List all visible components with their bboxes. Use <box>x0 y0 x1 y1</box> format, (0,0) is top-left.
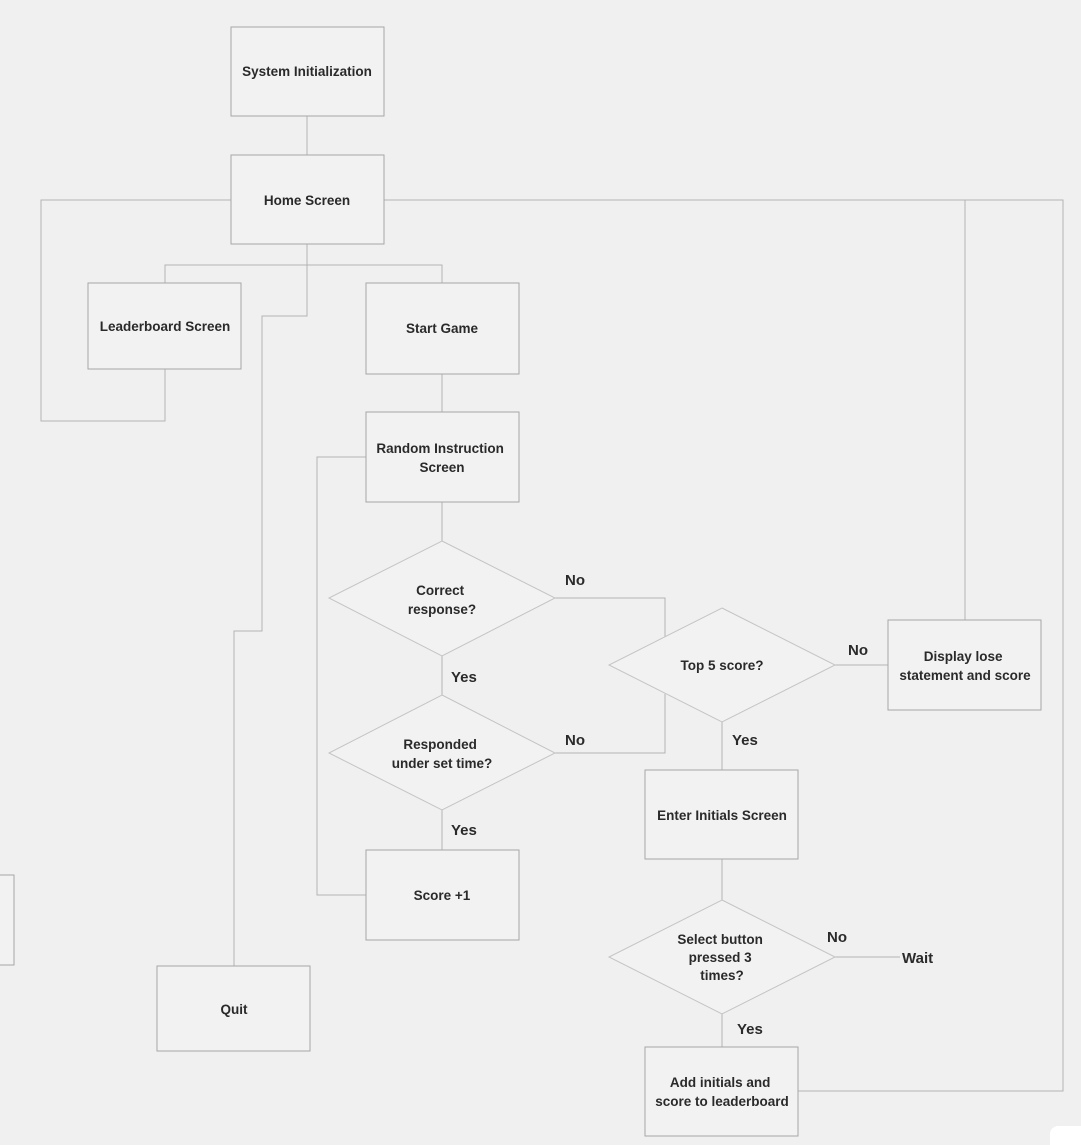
svg-text:Random Instruction Scree: Random Instruction Screen <box>376 441 507 475</box>
edge-label-wait: Wait <box>902 950 933 967</box>
node-score-plus-one: Score +1 <box>365 849 520 941</box>
edge-label-top5-no: No <box>848 642 868 659</box>
node-quit: Quit <box>156 965 311 1052</box>
connector-lines <box>40 116 1064 1092</box>
edge-labels: No Yes No Yes No Yes No Wait Yes <box>451 572 933 1038</box>
offscreen-box-edge <box>0 874 15 966</box>
decision-top-5-score: Top 5 score? <box>607 607 837 723</box>
edge-label-time-no: No <box>565 732 585 749</box>
svg-text:Home Screen: Home Screen <box>264 193 350 208</box>
decision-correct-response: Correct response? <box>327 540 557 657</box>
connector-home-quit <box>233 265 308 966</box>
svg-text:Quit: Quit <box>221 1002 248 1017</box>
edge-label-select-yes: Yes <box>737 1021 763 1038</box>
node-home-screen: Home Screen <box>230 154 385 245</box>
svg-text:Score +1: Score +1 <box>414 888 471 903</box>
corner-scroll-element[interactable] <box>1050 1126 1081 1145</box>
edge-label-select-no: No <box>827 929 847 946</box>
svg-text:Add initials and score t: Add initials and score to leaderboard <box>655 1075 789 1109</box>
edge-label-top5-yes: Yes <box>732 732 758 749</box>
node-random-instruction-screen: Random Instruction Screen <box>365 411 520 503</box>
edge-label-correct-yes: Yes <box>451 669 477 686</box>
node-leaderboard-screen: Leaderboard Screen <box>87 282 242 370</box>
connector-leaderboard-return <box>40 199 231 422</box>
connector-add-home <box>798 199 1064 1092</box>
svg-text:Leaderboard Screen: Leaderboard Screen <box>100 319 231 334</box>
node-display-lose-statement: Display lose statement and score <box>887 619 1042 711</box>
node-system-initialization: System Initialization <box>230 26 385 117</box>
svg-text:Enter Initials Screen: Enter Initials Screen <box>657 808 787 823</box>
connector-time-no <box>555 694 666 754</box>
node-add-initials-to-leaderboard: Add initials and score to leaderboard <box>644 1046 799 1137</box>
edge-label-correct-no: No <box>565 572 585 589</box>
svg-text:Select button pressed 3: Select button pressed 3 times? <box>677 932 766 983</box>
svg-text:Top 5 score?: Top 5 score? <box>680 658 763 673</box>
decision-select-button-pressed: Select button pressed 3 times? <box>607 899 837 1015</box>
node-start-game: Start Game <box>365 282 520 375</box>
svg-text:System Initialization: System Initialization <box>242 64 372 79</box>
node-enter-initials-screen: Enter Initials Screen <box>644 769 799 860</box>
decision-responded-under-set-time: Responded under set time? <box>327 694 557 811</box>
svg-text:Correct response?: Correct response? <box>408 583 476 617</box>
svg-text:Start Game: Start Game <box>406 321 479 336</box>
svg-text:Display lose statement a: Display lose statement and score <box>899 649 1031 683</box>
connector-home-leaderboard <box>164 264 443 283</box>
svg-text:Responded under set time: Responded under set time? <box>392 737 493 771</box>
connector-correct-no <box>555 597 666 637</box>
edge-label-time-yes: Yes <box>451 822 477 839</box>
connector-score-loop <box>316 456 366 896</box>
